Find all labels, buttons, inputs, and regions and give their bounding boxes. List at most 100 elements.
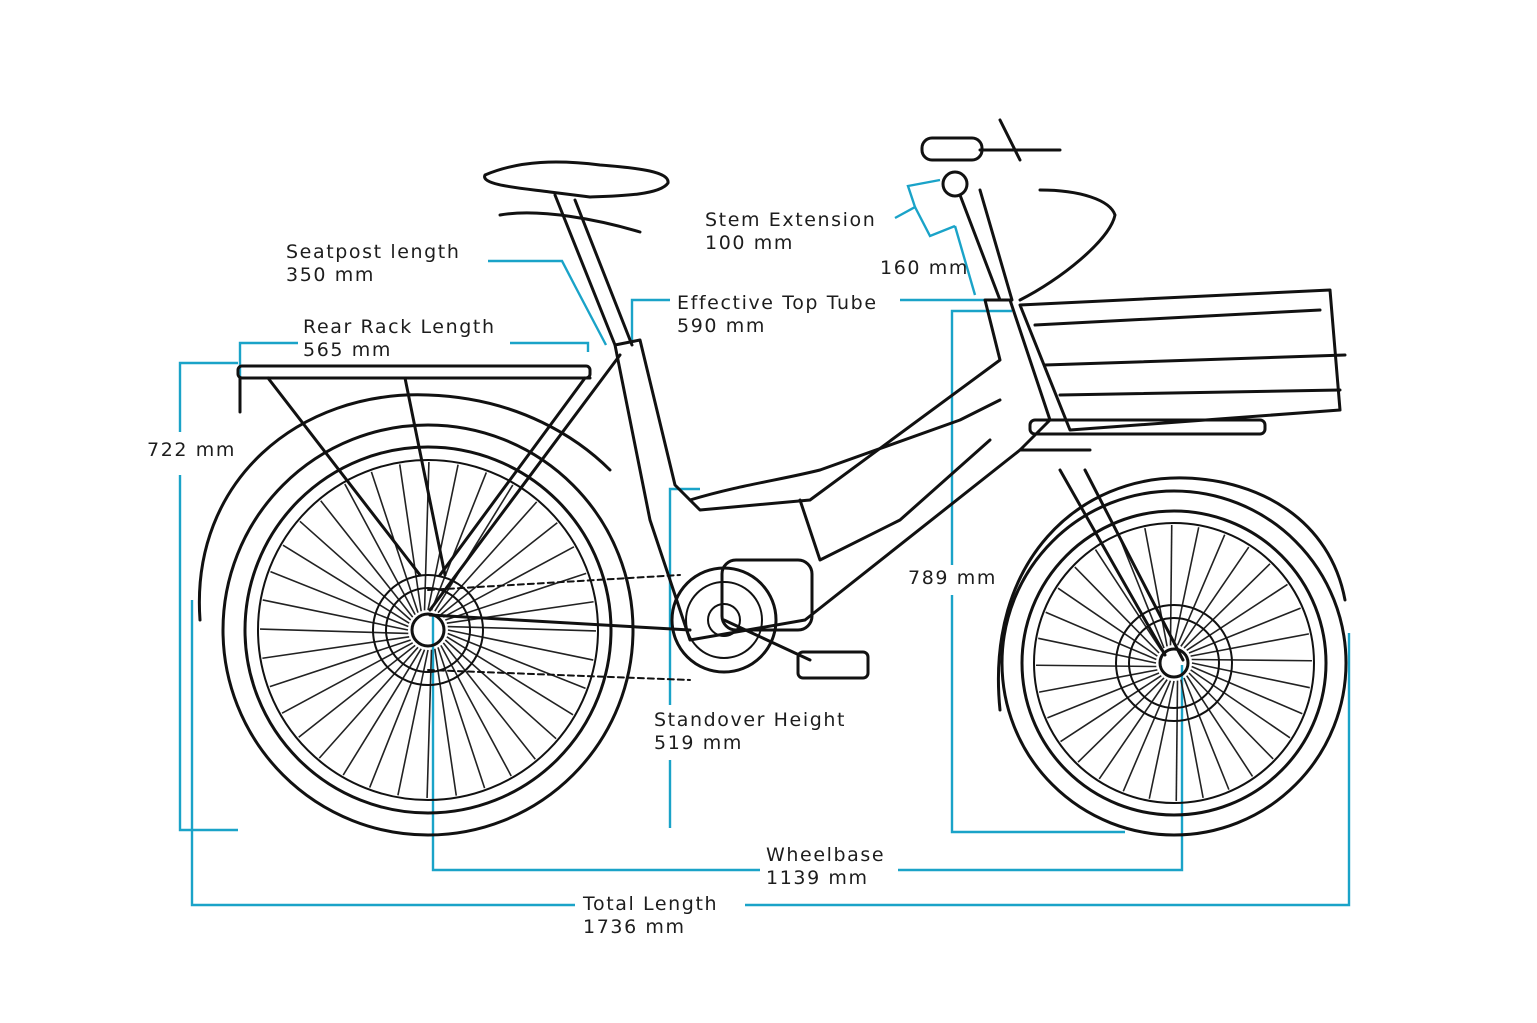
- rear-wheel-spoke: [318, 646, 419, 759]
- rear-wheel-spoke: [397, 649, 429, 796]
- front-wheel-spoke: [1191, 665, 1303, 715]
- front-wheel-spoke: [1186, 675, 1254, 777]
- front-wheel-spoke: [1094, 549, 1162, 651]
- rear-wheel-spoke: [259, 628, 409, 635]
- front-wheel-spoke: [1144, 527, 1168, 647]
- motor-and-crank: [427, 558, 870, 681]
- rear-wheel-spoke: [299, 520, 412, 621]
- front-basket: [1018, 288, 1347, 452]
- front-height-label: 789 mm: [908, 567, 997, 590]
- total-length-value: 1736 mm: [583, 916, 686, 938]
- stem-extension-label: Stem Extension 100 mm: [705, 209, 876, 255]
- frame: [428, 298, 1052, 642]
- wheelbase-label: Wheelbase 1139 mm: [766, 844, 885, 890]
- front-height-value: 789 mm: [908, 567, 997, 589]
- effective-top-tube-value: 590 mm: [677, 315, 766, 337]
- front-wheel-spoke: [1188, 607, 1301, 654]
- front-wheel-spoke: [1180, 546, 1250, 647]
- rear-wheel-spoke: [344, 483, 416, 616]
- front-wheel-spoke: [1118, 536, 1165, 649]
- rear-rack: [236, 364, 592, 577]
- wheelbase-dimension-line: [431, 615, 760, 872]
- dimension-lines: [178, 178, 1351, 907]
- wheelbase-dimension-line-right: [898, 665, 1184, 872]
- rear-wheel-spoke: [437, 647, 486, 789]
- rear-rack-length-label: Rear Rack Length 565 mm: [303, 316, 496, 362]
- rear-wheel-spoke: [442, 642, 536, 760]
- stem-rise-value: 160 mm: [880, 257, 969, 279]
- rear-wheel-spoke: [427, 464, 459, 611]
- total-length-name: Total Length: [583, 893, 719, 915]
- rear-wheel-spoke: [442, 546, 575, 618]
- rear-wheel-spoke: [320, 500, 414, 618]
- total-length-label: Total Length 1736 mm: [583, 893, 718, 939]
- rear-wheel-spoke: [270, 570, 409, 628]
- rear-wheel-spoke: [446, 636, 574, 716]
- front-wheel-spoke: [1188, 672, 1274, 760]
- rear-wheel-spoke: [426, 649, 433, 799]
- rear-wheel-spoke: [446, 600, 594, 624]
- stem-rise-line: [953, 225, 977, 296]
- front-wheel-spoke: [1173, 527, 1200, 646]
- rear-wheel-spoke: [434, 484, 514, 612]
- seatpost-length-label: Seatpost length 350 mm: [286, 241, 460, 287]
- front-wheel-spoke: [1045, 611, 1157, 661]
- rear-wheel-spoke: [342, 648, 422, 776]
- rear-wheel-spoke: [282, 544, 410, 624]
- stem-dimension-line: [894, 178, 941, 220]
- rear-wheel-spoke: [298, 644, 416, 738]
- effective-top-tube-label: Effective Top Tube 590 mm: [677, 292, 878, 338]
- front-wheel-spoke: [1047, 672, 1160, 719]
- rear-wheel: [221, 423, 635, 837]
- front-wheel-spoke: [1175, 680, 1179, 801]
- stem-extension-name: Stem Extension: [705, 209, 877, 231]
- seat-and-seatpost: [483, 160, 670, 347]
- front-wheel: [1000, 489, 1348, 837]
- rear-wheel-spoke: [440, 522, 558, 616]
- rear-wheel-spoke: [440, 644, 512, 777]
- front-wheel-spoke: [1122, 680, 1172, 792]
- rear-wheel-spoke: [262, 636, 410, 660]
- wheelbase-name: Wheelbase: [766, 844, 886, 866]
- seatpost-length-name: Seatpost length: [286, 241, 461, 263]
- rear-rack-length-name: Rear Rack Length: [303, 316, 496, 338]
- rear-wheel-spoke: [447, 629, 594, 661]
- front-wheel-spoke: [1148, 680, 1175, 799]
- rear-rack-dimension-line-right: [510, 341, 590, 352]
- rear-height-value: 722 mm: [147, 439, 236, 461]
- front-height-dimension-line-lower: [950, 595, 1125, 834]
- front-wheel-spoke: [1190, 633, 1310, 657]
- standover-height-name: Standover Height: [654, 709, 847, 731]
- rear-rack-dimension-line: [238, 341, 298, 390]
- front-wheel-spoke: [1183, 677, 1230, 790]
- total-length-dimension-line: [190, 600, 575, 907]
- front-fender: [997, 476, 1347, 712]
- front-wheel-spoke: [1036, 664, 1157, 668]
- front-wheel-spoke: [1191, 658, 1312, 662]
- front-wheel-spoke: [1060, 675, 1162, 743]
- front-wheel-spoke: [1038, 669, 1158, 693]
- rear-wheel-spoke: [434, 648, 458, 796]
- front-wheel-spoke: [1183, 563, 1271, 649]
- total-length-dimension-line-right: [745, 633, 1351, 907]
- seatpost-length-value: 350 mm: [286, 264, 375, 286]
- stem-rise-label: 160 mm: [880, 257, 969, 280]
- rear-wheel-spoke: [262, 599, 409, 631]
- rear-wheel-spoke: [447, 632, 586, 690]
- rear-rack-length-value: 565 mm: [303, 339, 392, 361]
- standover-dimension-line: [668, 487, 700, 705]
- stem-dimension-line-b: [913, 206, 956, 238]
- rear-wheel-spoke: [398, 464, 422, 612]
- front-wheel-spoke: [1169, 525, 1173, 646]
- rear-wheel-spoke: [281, 642, 414, 714]
- rear-wheel-spoke: [269, 639, 411, 688]
- rear-wheel-spoke: [447, 625, 597, 632]
- effective-top-tube-name: Effective Top Tube: [677, 292, 878, 314]
- front-wheel-spoke: [1176, 534, 1226, 646]
- front-wheel-spoke: [1190, 669, 1291, 739]
- standover-height-value: 519 mm: [654, 732, 743, 754]
- rear-wheel-spoke: [430, 472, 488, 611]
- front-wheel-spoke: [1191, 662, 1310, 689]
